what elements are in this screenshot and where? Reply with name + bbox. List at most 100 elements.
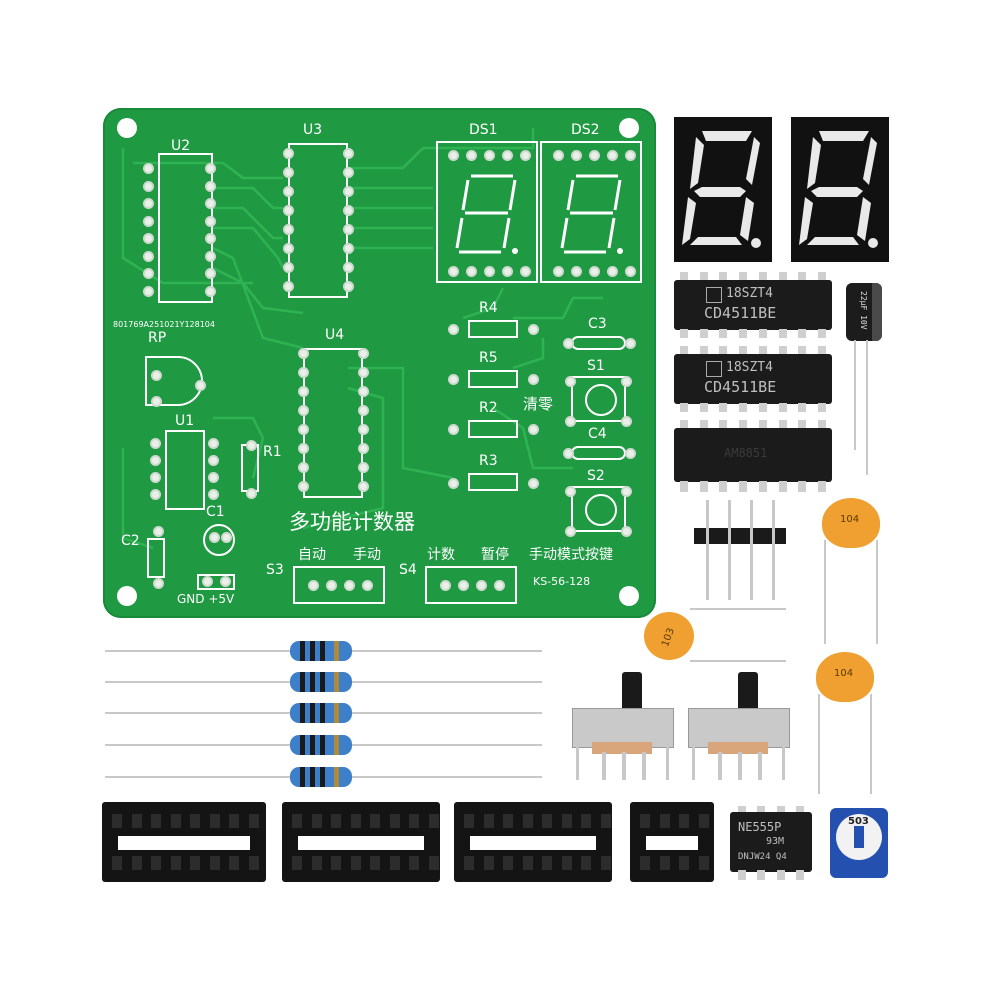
socket-contact xyxy=(311,814,322,828)
socket-contact xyxy=(698,814,709,828)
solder-pad xyxy=(195,380,206,391)
solder-pad xyxy=(344,580,355,591)
solder-pad xyxy=(283,224,294,235)
socket-contact xyxy=(600,814,611,828)
solder-pad xyxy=(343,243,354,254)
solder-pad xyxy=(205,268,216,279)
solder-pad xyxy=(326,580,337,591)
digit-segments xyxy=(682,131,761,248)
seven-segment-display-1 xyxy=(674,117,772,262)
cap-lead xyxy=(870,694,872,794)
solder-pad xyxy=(143,285,154,297)
socket-contact xyxy=(331,856,341,870)
solder-pad xyxy=(466,150,477,161)
solder-pad xyxy=(298,386,309,397)
solder-pad xyxy=(343,167,354,178)
solder-pad xyxy=(153,526,164,537)
socket-contact xyxy=(542,856,552,870)
solder-pad xyxy=(494,580,505,591)
cap-lead xyxy=(818,694,820,794)
resistor-body xyxy=(290,703,352,723)
cap-rating: 22µF 10V xyxy=(859,291,868,330)
rp-label: RP xyxy=(148,330,167,346)
cap-value: 104 xyxy=(840,514,860,525)
solder-pad xyxy=(502,266,513,277)
solder-pad xyxy=(298,405,309,416)
solder-pad xyxy=(565,376,576,387)
socket-contact xyxy=(483,814,494,828)
solder-pad xyxy=(298,367,309,378)
solder-pad xyxy=(150,455,161,466)
solder-pad xyxy=(528,424,539,435)
cap-value: 103 xyxy=(660,626,677,649)
socket-contact xyxy=(640,814,650,828)
ds2-outline xyxy=(540,141,642,283)
socket-contact xyxy=(151,814,161,828)
socket-contact xyxy=(229,856,239,870)
solder-pad xyxy=(298,424,309,435)
r2-label: R2 xyxy=(479,400,498,416)
socket-contact xyxy=(131,814,142,828)
solder-pad xyxy=(502,150,513,161)
solder-pad xyxy=(298,443,309,454)
chip-model: NE555P xyxy=(738,820,782,834)
s1-outline xyxy=(571,376,626,422)
auto-label: 自动 xyxy=(298,547,326,563)
c1-label: C1 xyxy=(206,504,225,520)
solder-pad xyxy=(343,205,354,216)
solder-pad xyxy=(283,167,294,178)
chip-model: CD4511BE xyxy=(704,304,777,322)
socket-contact xyxy=(542,814,552,828)
solder-pad xyxy=(484,150,495,161)
solder-pad xyxy=(208,438,219,449)
socket-contact xyxy=(311,856,322,870)
solder-pad xyxy=(343,186,354,197)
solder-pad xyxy=(625,150,636,161)
socket-contact xyxy=(464,856,474,870)
solder-pad xyxy=(283,281,294,292)
ceramic-capacitor-104-top: 104 xyxy=(822,498,880,548)
solder-pad xyxy=(143,250,154,262)
solder-pad xyxy=(448,424,459,435)
board-title: 多功能计数器 xyxy=(289,510,415,534)
s3-label: S3 xyxy=(266,562,284,578)
solder-pad xyxy=(565,526,576,537)
socket-contact xyxy=(389,814,400,828)
solder-pad xyxy=(205,233,216,244)
model-label: KS-56-128 xyxy=(533,575,591,588)
cap-lead xyxy=(876,540,878,644)
solder-pad xyxy=(358,424,369,435)
solder-pad xyxy=(448,324,459,335)
solder-pad xyxy=(150,438,161,449)
r1-label: R1 xyxy=(263,444,282,460)
solder-pad xyxy=(589,266,600,277)
socket-contact xyxy=(581,856,591,870)
solder-pad xyxy=(208,455,219,466)
solder-pad xyxy=(246,440,257,451)
socket-contact xyxy=(503,814,513,828)
socket-contact xyxy=(428,856,439,870)
socket-contact xyxy=(209,856,220,870)
slide-switch-1 xyxy=(572,672,674,782)
solder-pad xyxy=(358,386,369,397)
solder-pad xyxy=(298,348,309,359)
solder-pad xyxy=(528,478,539,489)
socket-contact xyxy=(409,814,419,828)
socket-contact xyxy=(522,856,533,870)
c2-label: C2 xyxy=(121,533,140,549)
c4-label: C4 xyxy=(588,426,607,442)
solder-pad xyxy=(205,285,216,297)
solder-pad xyxy=(563,338,574,349)
solder-pad xyxy=(151,370,162,381)
socket-contact xyxy=(248,856,259,870)
u2-outline xyxy=(158,153,213,303)
socket-contact xyxy=(483,856,494,870)
chip-model: CD4511BE xyxy=(704,378,777,396)
u3-label: U3 xyxy=(303,122,323,138)
solder-pad xyxy=(553,266,564,277)
socket-contact xyxy=(464,814,474,828)
solder-pad xyxy=(358,348,369,359)
manual-label: 手动 xyxy=(353,547,381,563)
s4-outline xyxy=(425,566,517,604)
cap-lead xyxy=(824,540,826,644)
